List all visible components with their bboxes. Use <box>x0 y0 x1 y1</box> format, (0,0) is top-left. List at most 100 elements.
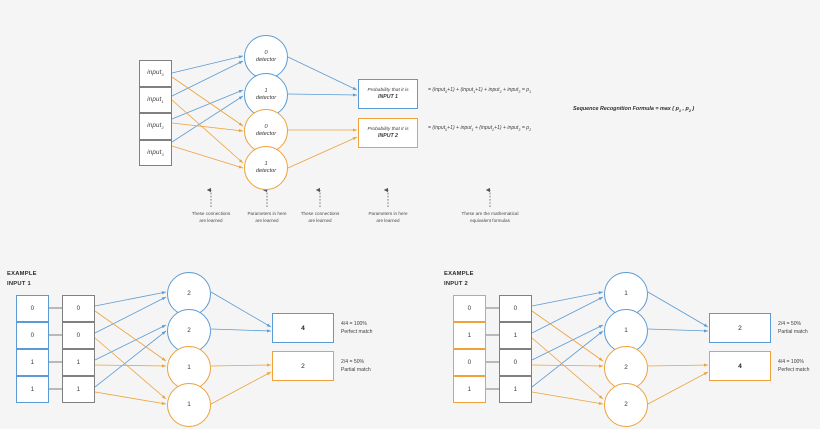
example-1-input-value-1: 0 <box>30 332 35 339</box>
example-1-input-cell-1: 0 <box>16 322 49 349</box>
example-1-relay-cell-0: 0 <box>62 295 95 322</box>
example-1-input-value-0: 0 <box>30 305 35 312</box>
example-1-node-value-2: 1 <box>187 364 191 371</box>
example-2-relay-cell-0: 0 <box>499 295 532 322</box>
example-1-match-ratio-1: 2/4 = 50% <box>341 359 365 365</box>
annotation-3-line2: are learned <box>376 217 400 223</box>
sequence-recognition-formula: Sequence Recognition Formula = max ( p1 … <box>573 106 695 114</box>
example-1-relay-cell-1: 0 <box>62 322 95 349</box>
annotation-3: Parameters in here are learned <box>368 211 407 225</box>
example-1-result-box-0: 4 <box>272 313 334 343</box>
example-1-relay-cell-2: 1 <box>62 349 95 376</box>
example-2-input-value-2: 0 <box>467 359 472 366</box>
example-1-result-value-1: 2 <box>301 362 305 370</box>
example-2-input-cell-1: 1 <box>453 322 486 349</box>
example-1-input-value-3: 1 <box>30 386 35 393</box>
example-1-input-cell-3: 1 <box>16 376 49 403</box>
annotation-3-line1: Parameters in here <box>368 211 408 216</box>
example-2-node-2: 2 <box>604 346 648 390</box>
example-2-input-cell-3: 1 <box>453 376 486 403</box>
example-2-title-line2: INPUT 2 <box>444 280 468 287</box>
example-1-title-line2: INPUT 1 <box>7 280 31 287</box>
annotation-0-line1: These connections <box>191 211 231 216</box>
output-box-input2: Probability that it is INPUT 2 <box>358 118 418 148</box>
example-1-relay-value-1: 0 <box>76 332 81 339</box>
formula-p1: = (input0+1) + (input1+1) + input2 + inp… <box>428 87 532 95</box>
formula-p2: = (input0+1) + input1 + (input2+1) + inp… <box>428 125 532 133</box>
example-1-match-text-0: 4/4 = 100% Perfect match <box>341 320 372 337</box>
example-1-title-line1: EXAMPLE <box>7 271 37 277</box>
detector-node-2: 0 detector <box>244 109 288 153</box>
example-2-result-box-0: 2 <box>709 313 771 343</box>
example-1-match-text-1: 2/4 = 50% Partial match <box>341 358 371 375</box>
example-2-input-cell-0: 0 <box>453 295 486 322</box>
top-input-cell-0: input0 <box>139 60 172 87</box>
example-1-input-cell-0: 0 <box>16 295 49 322</box>
example-2-relay-cell-3: 1 <box>499 376 532 403</box>
output-lead-1: Probability that it is <box>367 87 409 93</box>
example-1-match-verdict-0: Perfect match <box>341 329 373 336</box>
detector-word-1: detector <box>255 95 277 101</box>
detector-word-0: detector <box>255 57 277 63</box>
input-label-2: input2 <box>147 122 164 131</box>
annotation-1-line1: Parameters in here <box>247 211 287 216</box>
top-input-cell-3: input3 <box>139 139 172 166</box>
example-1-match-ratio-0: 4/4 = 100% <box>341 321 367 327</box>
example-2-relay-cell-1: 1 <box>499 322 532 349</box>
example-2-result-value-0: 2 <box>738 324 742 332</box>
example-2-match-ratio-1: 4/4 = 100% <box>778 359 804 365</box>
example-1-relay-value-0: 0 <box>76 305 81 312</box>
example-1-node-value-0: 2 <box>187 290 191 297</box>
example-2-node-value-3: 2 <box>624 401 628 408</box>
detector-word-3: detector <box>255 168 277 174</box>
example-2-input-value-0: 0 <box>467 305 472 312</box>
annotation-0: These connections are learned <box>192 211 231 225</box>
detector-digit-0: 0 <box>264 50 268 57</box>
example-2-node-value-0: 1 <box>624 290 628 297</box>
top-input-cell-1: input1 <box>139 86 172 113</box>
example-2-result-value-1: 4 <box>738 362 742 370</box>
output-strong-2: INPUT 2 <box>378 132 398 139</box>
example-1-result-box-1: 2 <box>272 351 334 381</box>
example-1-node-3: 1 <box>167 383 211 427</box>
example-2-relay-value-0: 0 <box>513 305 518 312</box>
detector-digit-1: 1 <box>264 88 268 95</box>
example-2-relay-value-3: 1 <box>513 386 518 393</box>
example-2-title-line1: EXAMPLE <box>444 271 474 277</box>
example-2-match-text-0: 2/4 = 50% Partial match <box>778 320 808 337</box>
input-label-0: input0 <box>147 69 164 78</box>
example-2-input-cell-2: 0 <box>453 349 486 376</box>
detector-digit-3: 1 <box>264 161 268 168</box>
example-2-relay-value-1: 1 <box>513 332 518 339</box>
annotation-2: These connections are learned <box>301 211 340 225</box>
detector-node-3: 1 detector <box>244 146 288 190</box>
example-2-input-value-3: 1 <box>467 386 472 393</box>
example-1-relay-value-3: 1 <box>76 386 81 393</box>
annotation-1-line2: are learned <box>255 217 279 223</box>
annotation-2-line1: These connections <box>300 211 340 216</box>
output-box-input1: Probability that it is INPUT 1 <box>358 79 418 109</box>
example-1-relay-cell-3: 1 <box>62 376 95 403</box>
annotation-2-line2: are learned <box>308 217 332 223</box>
example-2-node-3: 2 <box>604 383 648 427</box>
example-2-match-verdict-1: Perfect match <box>778 367 810 374</box>
example-1-match-verdict-1: Partial match <box>341 367 371 374</box>
example-2-result-box-1: 4 <box>709 351 771 381</box>
example-2-node-value-2: 2 <box>624 364 628 371</box>
annotation-4-line2: equivalent formulas <box>470 217 510 223</box>
annotation-0-line2: are learned <box>199 217 223 223</box>
example-1-relay-value-2: 1 <box>76 359 81 366</box>
output-lead-2: Probability that it is <box>367 126 409 132</box>
input-label-3: input3 <box>147 148 164 157</box>
detector-word-2: detector <box>255 131 277 137</box>
example-1-node-value-1: 2 <box>187 327 191 334</box>
example-2-match-ratio-0: 2/4 = 50% <box>778 321 802 327</box>
example-1-input-value-2: 1 <box>30 359 35 366</box>
example-1-title: EXAMPLE INPUT 1 <box>7 270 37 290</box>
top-input-cell-2: input2 <box>139 113 172 140</box>
output-strong-1: INPUT 1 <box>378 93 398 100</box>
annotation-4-line1: These are the mathematical <box>461 211 519 216</box>
annotation-1: Parameters in here are learned <box>247 211 286 225</box>
